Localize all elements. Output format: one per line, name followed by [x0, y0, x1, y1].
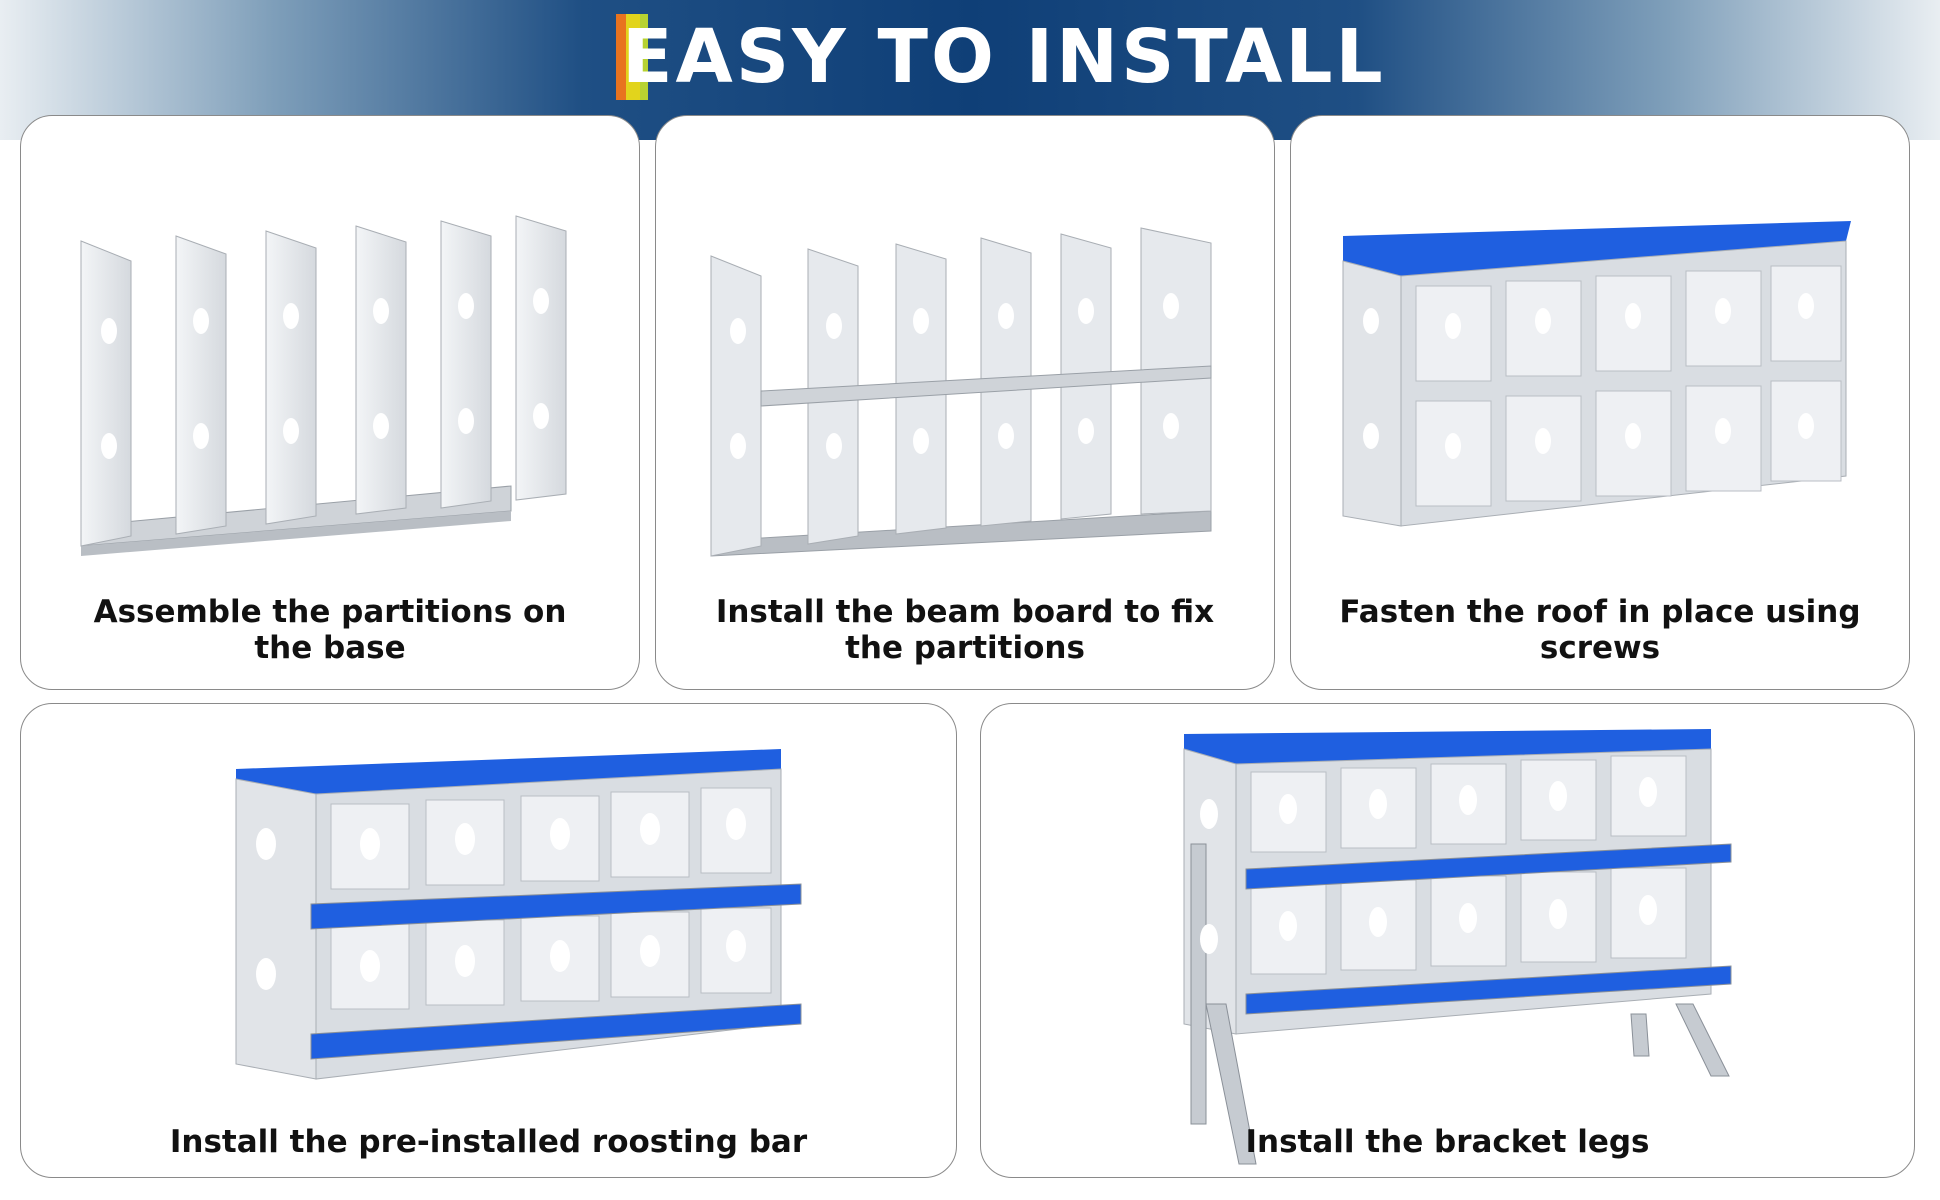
- step-card-3: Fasten the roof in place using screws: [1290, 115, 1910, 690]
- step-5-caption: Install the bracket legs: [1245, 1124, 1650, 1160]
- title-wrap: EASY TO INSTALL: [616, 14, 1386, 100]
- step-1-illustration: [80, 215, 567, 556]
- step-card-5: Install the bracket legs: [980, 703, 1915, 1178]
- step-2-caption: Install the beam board to fix the partit…: [715, 594, 1215, 666]
- step-card-4: Install the pre-installed roosting bar: [20, 703, 957, 1178]
- step-5-illustration: [1183, 729, 1732, 1165]
- step-card-2: Install the beam board to fix the partit…: [655, 115, 1275, 690]
- step-4-illustration: [235, 749, 802, 1080]
- step-2-illustration: [710, 227, 1212, 557]
- title-color-bars: [616, 14, 656, 100]
- step-1-caption: Assemble the partitions on the base: [93, 594, 567, 666]
- step-3-illustration: [1342, 221, 1851, 527]
- step-3-caption: Fasten the roof in place using screws: [1339, 594, 1861, 666]
- page-title: EASY TO INSTALL: [622, 14, 1386, 100]
- step-card-1: Assemble the partitions on the base: [20, 115, 640, 690]
- step-4-caption: Install the pre-installed roosting bar: [169, 1124, 808, 1160]
